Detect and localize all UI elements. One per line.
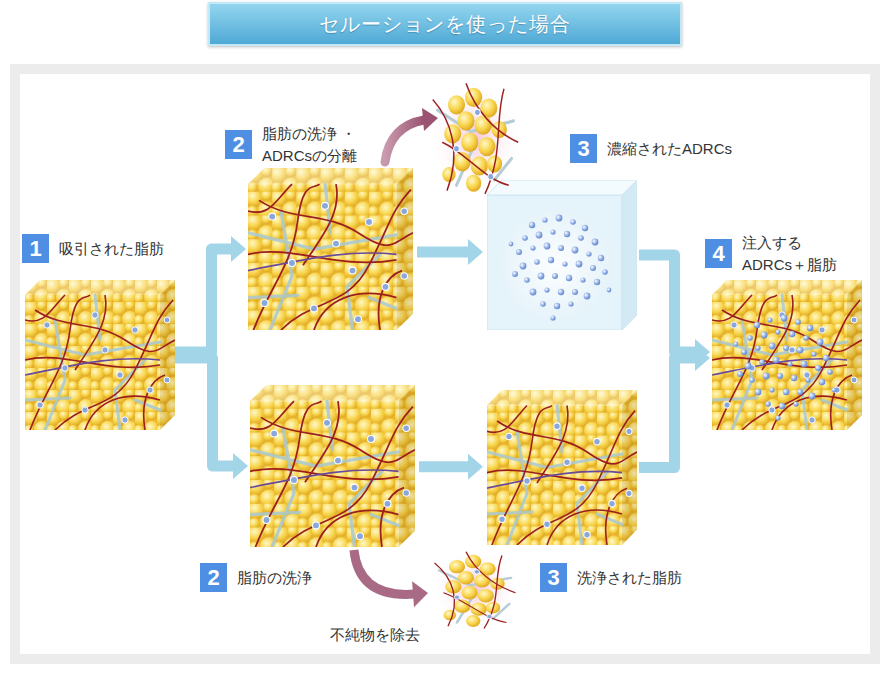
process-step: 2脂肪の洗浄: [250, 385, 415, 547]
arrow-line: [639, 358, 696, 468]
fat-cube: [25, 280, 175, 430]
process-step: 4注入する ADRCs＋脂肪: [712, 280, 862, 430]
fat-cube: [712, 280, 862, 430]
step-number: 3: [570, 134, 597, 163]
step-number: 1: [22, 234, 49, 263]
step-number: 2: [225, 130, 252, 159]
step-label: 3 洗浄された脂肪: [540, 563, 682, 592]
step-text: 注入する ADRCs＋脂肪: [742, 232, 854, 276]
arrow-line: [419, 461, 469, 472]
arrow-line: [417, 247, 469, 258]
fat-cube: [248, 168, 413, 330]
step-text: 吸引された脂肪: [59, 238, 164, 260]
step-text: 脂肪の洗浄: [237, 567, 312, 589]
arrowhead: [468, 454, 483, 480]
arrowhead: [412, 581, 428, 607]
step-label: 2 脂肪の洗浄: [200, 563, 312, 592]
step-label: 4 注入する ADRCs＋脂肪: [705, 232, 854, 276]
step-text: 洗浄された脂肪: [577, 567, 682, 589]
flow-arrow: [175, 236, 246, 352]
flow-arrow: [639, 255, 710, 365]
process-step: 2脂肪の洗浄 ・ADRCsの分離: [248, 168, 413, 330]
arrow-line: [175, 249, 232, 352]
arrowhead: [233, 453, 248, 479]
step-number: 4: [705, 239, 732, 268]
removed-clump: [430, 549, 520, 630]
adrc-cells: [734, 315, 837, 421]
arrow-line: [639, 255, 696, 352]
removed-clump: [428, 79, 523, 195]
title-banner: セルーションを使った場合: [208, 2, 682, 46]
step-number: 3: [540, 563, 567, 592]
step-number: 2: [200, 563, 227, 592]
arrowhead: [468, 239, 483, 265]
flow-arrow: [419, 454, 483, 480]
step-label: 2 脂肪の洗浄 ・ADRCsの分離: [225, 123, 382, 167]
fat-cube: [250, 385, 415, 547]
step-label: 不純物を除去: [330, 624, 420, 646]
flow-arrow: [354, 550, 428, 607]
process-step: 3洗浄された脂肪: [487, 390, 637, 545]
removal-arrow: [385, 120, 424, 162]
arrowhead: [695, 345, 710, 371]
title-text: セルーションを使った場合: [319, 11, 571, 38]
adrc-cube: [487, 180, 637, 330]
flow-arrow: [417, 239, 483, 265]
arrowhead: [231, 236, 246, 262]
step-label: 3 濃縮されたADRCs: [570, 134, 732, 163]
flow-arrow: [175, 358, 248, 479]
step-text: 不純物を除去: [330, 624, 420, 646]
step-text: 濃縮されたADRCs: [607, 138, 732, 160]
process-step: 不純物を除去: [430, 548, 520, 630]
process-step: 3濃縮されたADRCs: [487, 180, 637, 330]
step-text: 脂肪の洗浄 ・ADRCsの分離: [262, 123, 382, 167]
arrow-line: [354, 550, 414, 594]
fat-cube: [487, 390, 637, 545]
flow-arrow: [639, 345, 710, 468]
process-step: 1吸引された脂肪: [25, 280, 175, 430]
arrow-line: [175, 358, 234, 466]
step-label: 1 吸引された脂肪: [22, 234, 164, 263]
removal-arrowhead: [422, 108, 438, 131]
